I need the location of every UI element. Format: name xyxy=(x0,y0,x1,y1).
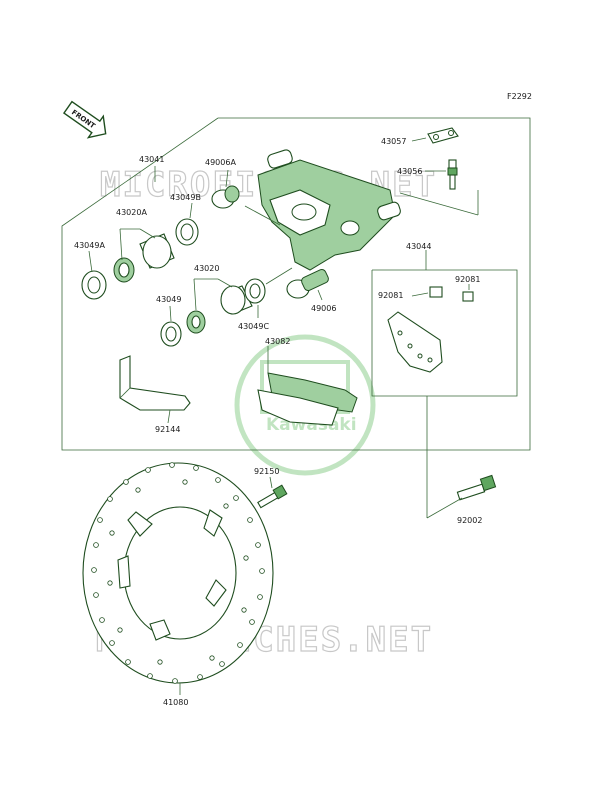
label-43049B: 43049B xyxy=(170,193,201,202)
pad-kit-outline xyxy=(371,269,518,397)
seal-43049A xyxy=(81,270,107,300)
seal-43049 xyxy=(160,321,182,347)
boot-49006 xyxy=(286,268,329,299)
seal-43049B xyxy=(175,218,199,246)
label-43082: 43082 xyxy=(265,337,290,346)
label-43049A: 43049A xyxy=(74,241,105,250)
label-43049C: 43049C xyxy=(238,322,269,331)
bleeder-cap-plate xyxy=(427,127,459,144)
label-92144: 92144 xyxy=(155,425,180,434)
piston-43020A xyxy=(139,233,175,269)
pin-92081-left xyxy=(429,286,443,298)
pad-spring-43044 xyxy=(387,311,443,373)
label-43049: 43049 xyxy=(156,295,181,304)
label-43044: 43044 xyxy=(406,242,431,251)
label-43057: 43057 xyxy=(381,137,406,146)
label-92002: 92002 xyxy=(457,516,482,525)
pin-92081-right xyxy=(462,291,474,302)
disc-bolt-92150 xyxy=(257,484,288,509)
piston-43020 xyxy=(220,285,253,315)
brake-disc-41080 xyxy=(82,462,274,684)
spring-92144 xyxy=(119,355,191,411)
boot-49006A xyxy=(211,185,240,209)
front-arrow-icon: FRONT xyxy=(62,100,107,139)
brake-pads-43082 xyxy=(257,372,358,426)
caliper-body xyxy=(257,149,401,271)
bleeder-valve xyxy=(447,159,458,190)
label-43020A: 43020A xyxy=(116,208,147,217)
label-41080: 41080 xyxy=(163,698,188,707)
label-92150: 92150 xyxy=(254,467,279,476)
mounting-bolt-92002 xyxy=(456,474,497,501)
seal-pair-43020A xyxy=(113,257,135,283)
assembly-outline xyxy=(61,117,531,451)
label-43041: 43041 xyxy=(139,155,164,164)
label-92081-left: 92081 xyxy=(378,291,403,300)
label-49006: 49006 xyxy=(311,304,336,313)
seal-pair-43020 xyxy=(186,310,206,334)
label-43020: 43020 xyxy=(194,264,219,273)
seal-43049C xyxy=(244,278,266,304)
label-92081-right: 92081 xyxy=(455,275,480,284)
figure-code: F2292 xyxy=(507,92,532,101)
disc-holes xyxy=(91,462,265,684)
label-49006A: 49006A xyxy=(205,158,236,167)
label-43056: 43056 xyxy=(397,167,422,176)
